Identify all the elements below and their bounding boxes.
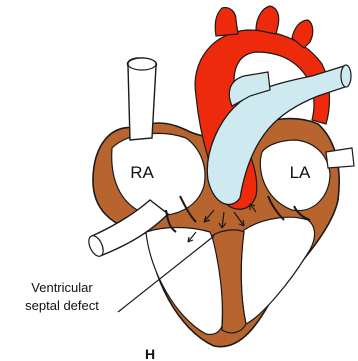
- vsd-callout-line2: septal defect: [25, 298, 99, 313]
- superior-vena-cava-opening: [128, 58, 156, 70]
- vsd-callout-line1: Ventricular: [31, 280, 93, 295]
- left-atrium-label: LA: [290, 163, 311, 182]
- pulmonary-artery-opening: [341, 65, 351, 87]
- right-atrium-label: RA: [130, 163, 154, 182]
- left-ventricle-chamber: [241, 217, 314, 324]
- pulmonary-vein: [326, 148, 354, 168]
- aortic-branch-1: [215, 8, 238, 36]
- aortic-branch-2: [256, 6, 279, 34]
- panel-letter: H: [145, 346, 155, 361]
